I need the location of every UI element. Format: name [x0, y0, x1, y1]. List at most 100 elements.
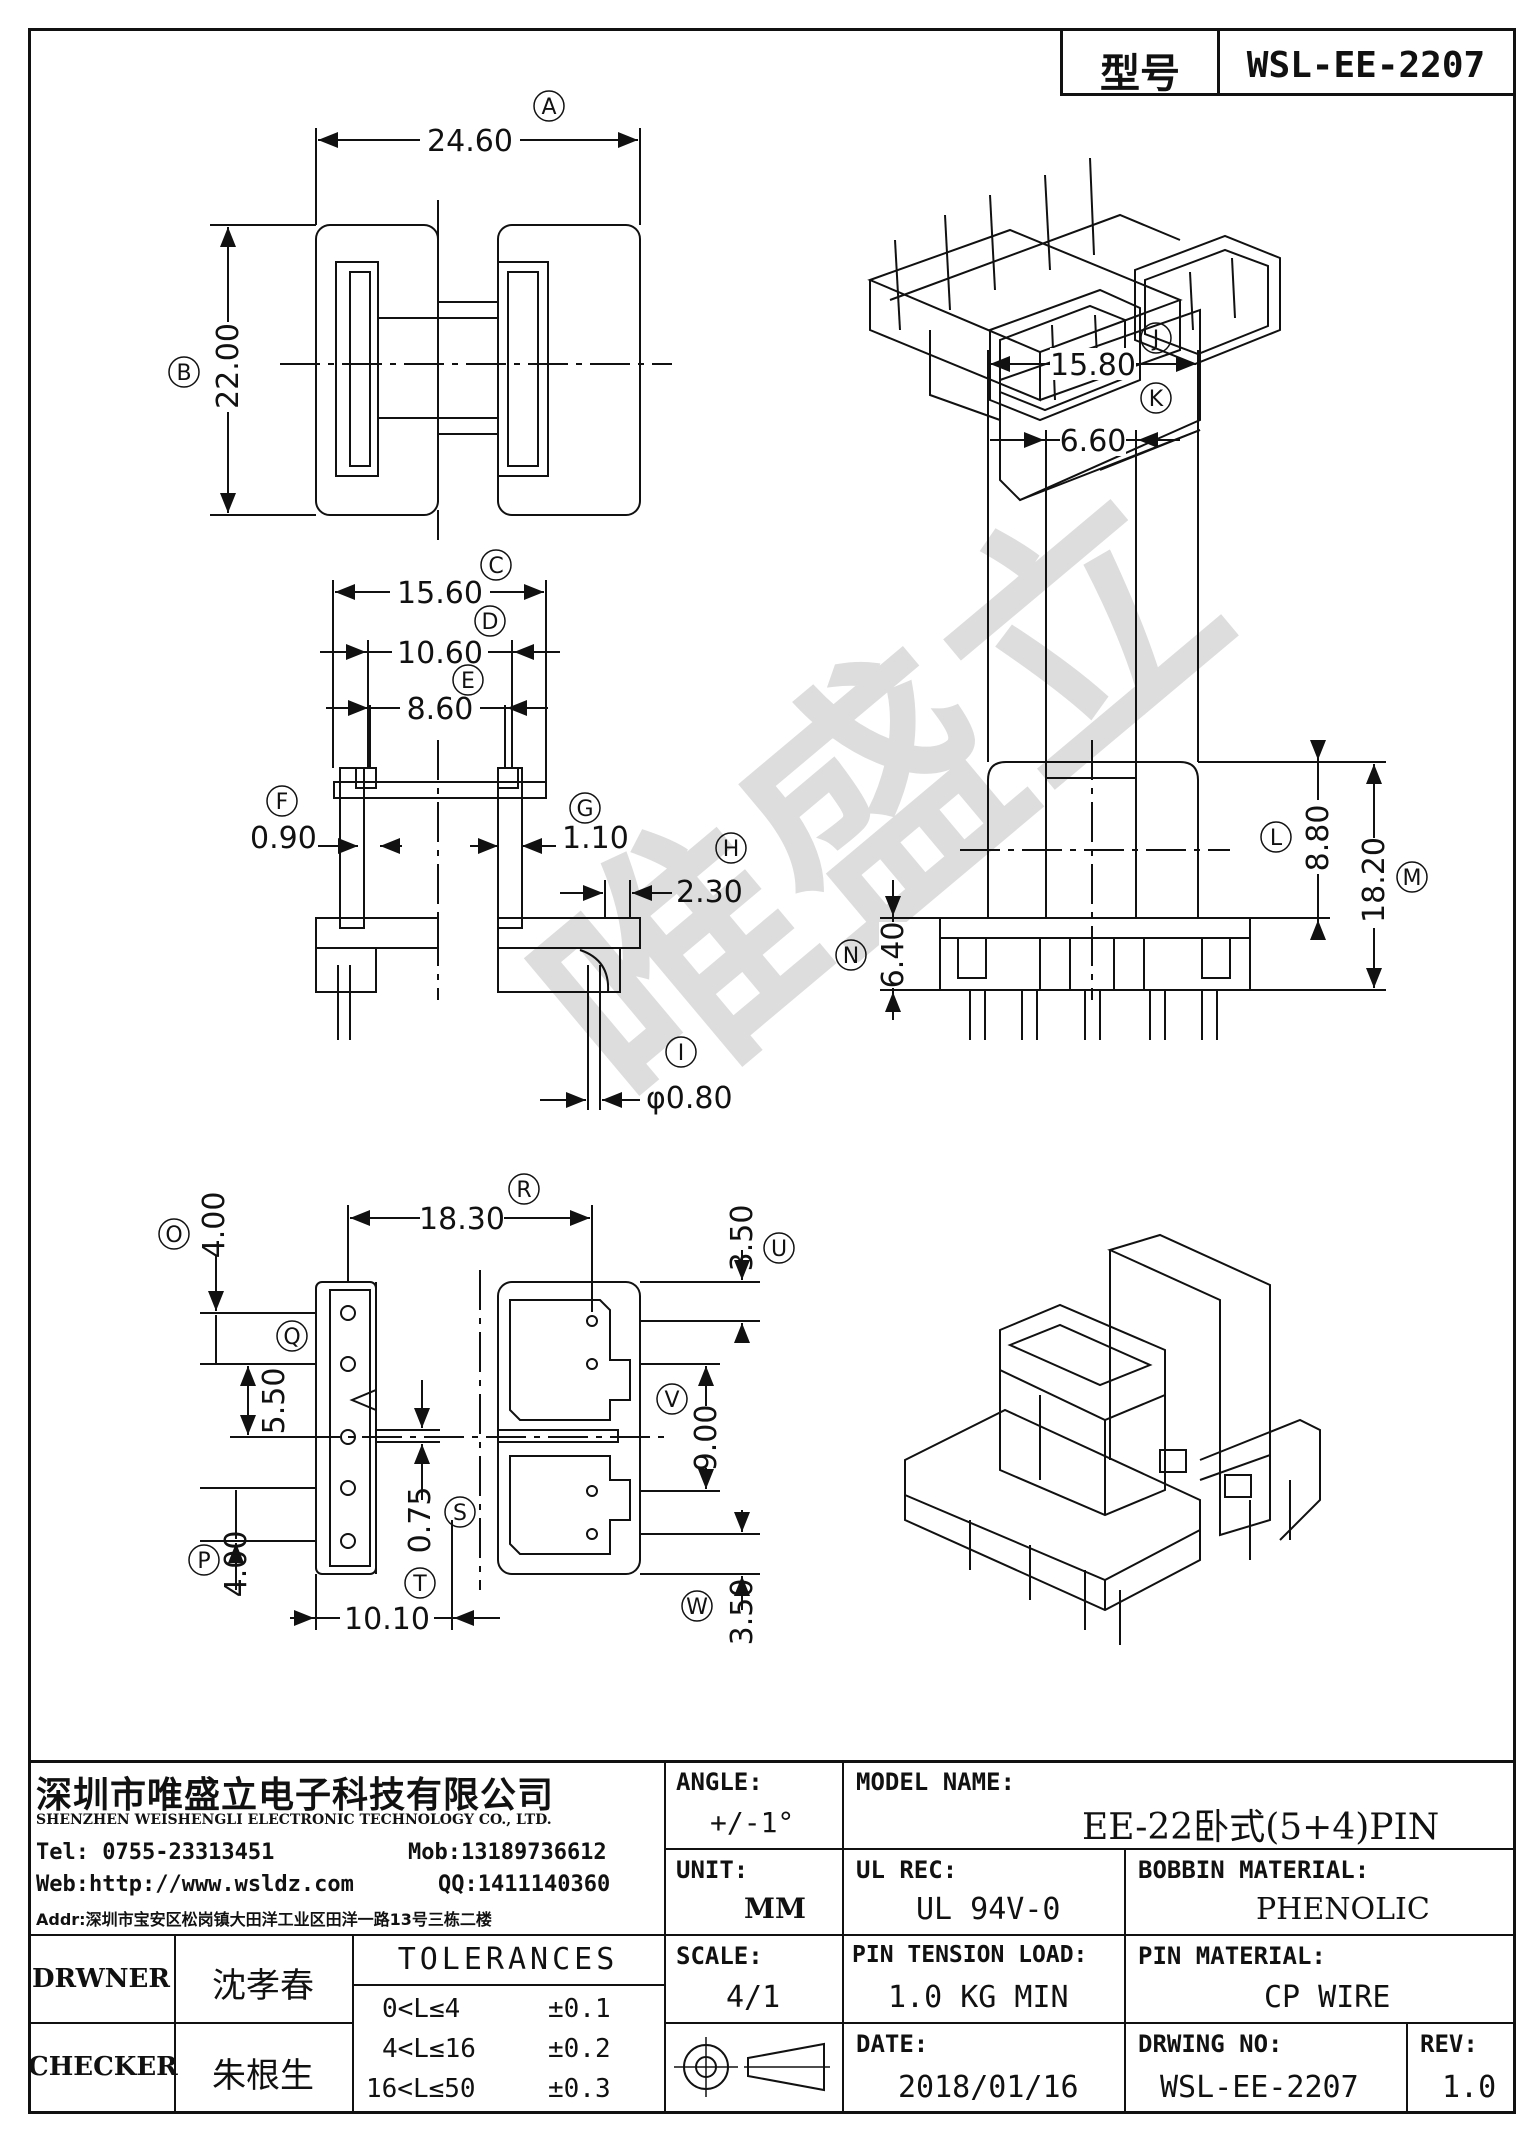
date-cell: DATE: 2018/01/16 [842, 2022, 1126, 2114]
scale-value: 4/1 [726, 1980, 781, 2015]
dim-s-value: 0.75 [403, 1487, 438, 1554]
tol-row-3-value: ±0.3 [548, 2074, 611, 2104]
checker-label: CHECKER [28, 2052, 178, 2082]
company-qq: QQ:1411140360 [438, 1872, 611, 1897]
dim-a-value: 24.60 [427, 124, 513, 159]
dim-p-letter: P [197, 1549, 210, 1574]
dim-u-value: 3.50 [725, 1205, 760, 1272]
dim-k-value: 6.60 [1060, 424, 1127, 459]
company-mob: Mob:13189736612 [408, 1840, 607, 1865]
projection-symbol-icon [674, 2037, 830, 2097]
unit-cell: UNIT: MM [664, 1848, 844, 1936]
dim-t-letter: T [412, 1572, 427, 1597]
dim-b-value: 22.00 [211, 323, 246, 409]
model-name-label: MODEL NAME: [856, 1768, 1015, 1796]
drawer-label-cell: DRWNER [28, 1934, 176, 2024]
ul-value: UL 94V-0 [916, 1892, 1061, 1927]
model-value: WSL-EE-2207 [1246, 45, 1486, 86]
isometric-view-bottom [904, 1233, 1321, 1645]
dim-a-letter: A [541, 95, 556, 120]
title-block [28, 1760, 1516, 2117]
unit-value: MM [744, 1892, 806, 1925]
drawer-label: DRWNER [32, 1964, 170, 1994]
pin-material-cell: PIN MATERIAL: CP WIRE [1124, 1934, 1516, 2024]
dim-r-value: 18.30 [419, 1202, 505, 1237]
pin-material-label: PIN MATERIAL: [1138, 1942, 1326, 1970]
dim-n-letter: N [843, 944, 859, 969]
dim-w-letter: W [686, 1595, 708, 1620]
technical-drawing: 唯盛立 24.60 A 22.00 B [158, 90, 1428, 1646]
dim-p-value: 4.00 [219, 1531, 254, 1598]
dim-v-letter: V [664, 1388, 679, 1413]
drawer-name-cell: 沈孝春 [174, 1934, 354, 2024]
dim-n-value: 6.40 [876, 922, 911, 989]
tol-row-2-value: ±0.2 [548, 2034, 611, 2064]
dim-v-value: 9.00 [689, 1405, 724, 1472]
dim-o-value: 4.00 [197, 1192, 232, 1259]
dim-f-value: 0.90 [250, 821, 317, 856]
dim-b-letter: B [176, 361, 191, 386]
dim-l-value: 8.80 [1301, 805, 1336, 872]
model-name-value: EE-22卧式(5+4)PIN [1082, 1807, 1440, 1848]
rev-label: REV: [1420, 2030, 1478, 2058]
bobbin-label: BOBBIN MATERIAL: [1138, 1856, 1370, 1884]
date-value: 2018/01/16 [898, 2070, 1079, 2105]
tension-value: 1.0 KG MIN [888, 1980, 1069, 2015]
dim-q-value: 5.50 [257, 1368, 292, 1435]
dim-i-value: φ0.80 [646, 1081, 733, 1116]
company-addr: Addr:深圳市宝安区松岗镇大田洋工业区田洋一路13号三栋二楼 [36, 1910, 492, 1929]
date-label: DATE: [856, 2030, 929, 2058]
tension-cell: PIN TENSION LOAD: 1.0 KG MIN [842, 1934, 1126, 2024]
company-name-en: SHENZHEN WEISHENGLI ELECTRONIC TECHNOLOG… [36, 1812, 552, 1828]
dim-u-letter: U [771, 1237, 787, 1262]
tension-label: PIN TENSION LOAD: [852, 1942, 1088, 1968]
dim-r-letter: R [516, 1178, 531, 1203]
checker-name: 朱根生 [212, 2056, 314, 2096]
watermark-text: 唯盛立 [486, 435, 1278, 1168]
dim-f-letter: F [276, 790, 289, 815]
drawer-name: 沈孝春 [212, 1966, 314, 2006]
dim-k-letter: K [1149, 387, 1164, 412]
dim-c-letter: C [488, 554, 503, 579]
angle-label: ANGLE: [676, 1768, 763, 1796]
rev-cell: REV: 1.0 [1406, 2022, 1516, 2114]
top-view [210, 128, 672, 540]
checker-name-cell: 朱根生 [174, 2022, 354, 2114]
tol-row-3-range: 16<L≤50 [366, 2074, 476, 2104]
angle-cell: ANGLE: +/-1° [664, 1760, 844, 1850]
dim-w-value: 3.50 [725, 1579, 760, 1646]
dim-j-value: 15.80 [1050, 348, 1136, 383]
company-block: 深圳市唯盛立电子科技有限公司 SHENZHEN WEISHENGLI ELECT… [28, 1760, 666, 1936]
company-web: Web:http://www.wsldz.com [36, 1872, 354, 1897]
ul-cell: UL REC: UL 94V-0 [842, 1848, 1126, 1936]
tol-row-1-range: 0<L≤4 [382, 1994, 461, 2024]
model-label: 型号 [1100, 50, 1180, 97]
tolerances-title-cell: TOLERANCES [352, 1934, 666, 1986]
drawing-no-cell: DRWING NO: WSL-EE-2207 [1124, 2022, 1408, 2114]
drawing-frame [28, 28, 1516, 2114]
dim-t-value: 10.10 [344, 1602, 430, 1637]
rev-value: 1.0 [1442, 2070, 1497, 2105]
dim-d-letter: D [482, 610, 499, 635]
bottom-view [200, 1205, 760, 1630]
dim-e-value: 8.60 [407, 692, 474, 727]
checker-label-cell: CHECKER [28, 2022, 178, 2114]
model-label-cell: 型号 [1060, 28, 1220, 97]
tol-row-1-value: ±0.1 [548, 1994, 611, 2024]
ul-label: UL REC: [856, 1856, 958, 1884]
drawing-no-value: WSL-EE-2207 [1160, 2070, 1359, 2105]
side-view [880, 350, 1386, 1040]
dim-m-letter: M [1403, 866, 1422, 891]
projection-symbol-cell [664, 2022, 844, 2114]
dim-h-value: 2.30 [676, 875, 743, 910]
dim-q-letter: Q [283, 1325, 300, 1350]
dim-m-value: 18.20 [1357, 837, 1392, 923]
scale-label: SCALE: [676, 1942, 763, 1970]
tolerances-title: TOLERANCES [397, 1942, 619, 1977]
dim-h-letter: H [723, 837, 740, 862]
dim-l-letter: L [1270, 826, 1283, 851]
dim-i-letter: I [678, 1041, 685, 1066]
bobbin-cell: BOBBIN MATERIAL: PHENOLIC [1124, 1848, 1516, 1936]
dim-s-letter: S [453, 1501, 467, 1526]
dim-g-value: 1.10 [562, 821, 629, 856]
